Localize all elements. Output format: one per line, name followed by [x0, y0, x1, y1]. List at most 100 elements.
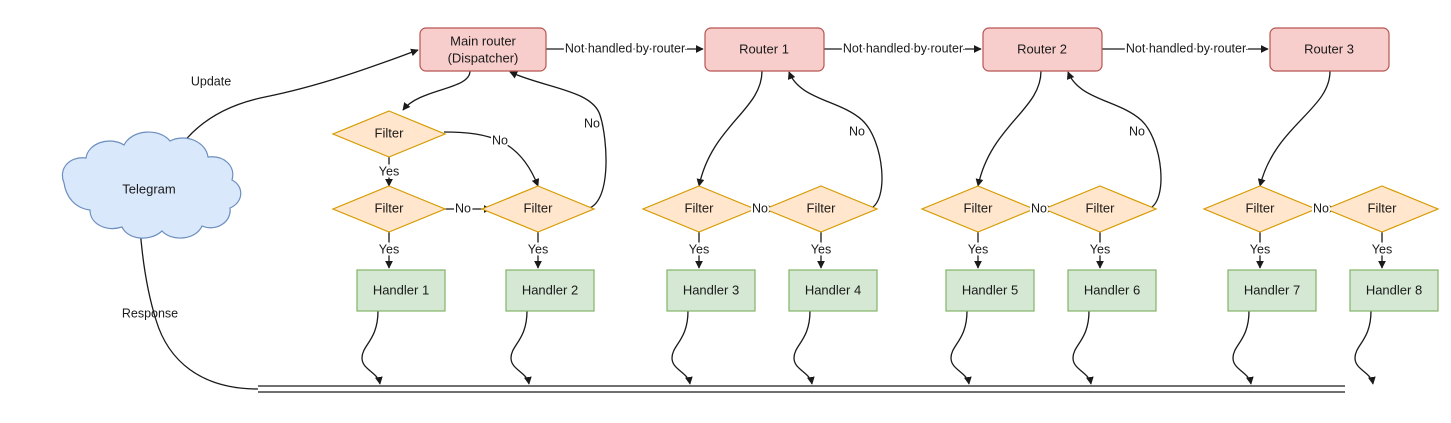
edge-response [136, 227, 259, 390]
edge-label-update: Update [191, 74, 231, 88]
router-1-label: Router 1 [739, 41, 789, 56]
router-3-node[interactable]: Router 3 [1269, 27, 1390, 72]
edge-handler-5-to-bus [950, 310, 972, 385]
edge-label-yes-b1: Yes [689, 242, 709, 256]
filter-d1-diamond[interactable] [1202, 185, 1318, 233]
main-router-node[interactable]: Main router (Dispatcher) [419, 27, 547, 72]
filter-d2-diamond[interactable] [1324, 185, 1440, 233]
handler-7-label: Handler 7 [1244, 282, 1300, 297]
edge-label-yes-a3: Yes [528, 242, 548, 256]
edge-label-yes-d2: Yes [1372, 242, 1392, 256]
main-router-label-line1: Main router [450, 33, 516, 48]
filter-a2-node[interactable]: Filter [331, 185, 447, 233]
edge-handler-1-to-bus [361, 310, 383, 385]
filter-b2-diamond[interactable] [763, 185, 879, 233]
handler-1-label: Handler 1 [373, 282, 429, 297]
filter-b2-label: Filter [807, 200, 837, 215]
edge-router1-to-filter-b1 [696, 70, 763, 187]
filter-d1-label: Filter [1246, 200, 1276, 215]
filter-c1-node[interactable]: Filter [920, 185, 1036, 233]
handler-8-node[interactable]: Handler 8 [1349, 269, 1439, 312]
filter-b2-node[interactable]: Filter [763, 185, 879, 233]
filter-a2-label: Filter [375, 200, 405, 215]
edge-label-no-b2: No [849, 124, 865, 138]
filter-b1-diamond[interactable] [641, 185, 757, 233]
edge-filter-b2-no-to-router1 [787, 71, 883, 210]
filter-c1-diamond[interactable] [920, 185, 1036, 233]
edge-label-no-c2: No [1129, 124, 1145, 138]
filter-c2-node[interactable]: Filter [1042, 185, 1158, 233]
edge-router3-to-filter-d1 [1257, 70, 1331, 187]
router-2-node[interactable]: Router 2 [982, 27, 1103, 72]
handler-6-box[interactable] [1067, 269, 1157, 312]
router-2-label: Router 2 [1017, 41, 1067, 56]
filter-a1-diamond[interactable] [331, 110, 447, 158]
handler-3-node[interactable]: Handler 3 [666, 269, 756, 312]
filter-b1-node[interactable]: Filter [641, 185, 757, 233]
handler-7-box[interactable] [1227, 269, 1317, 312]
handler-2-box[interactable] [505, 269, 595, 312]
edge-label-response: Response [122, 306, 178, 320]
edge-label-not-handled-1: Not handled by router [565, 41, 685, 55]
handler-2-label: Handler 2 [522, 282, 578, 297]
handler-4-label: Handler 4 [805, 282, 861, 297]
edge-label-yes-a1: Yes [379, 164, 399, 178]
handler-3-label: Handler 3 [683, 282, 739, 297]
filter-d2-node[interactable]: Filter [1324, 185, 1440, 233]
cloud-shape [61, 131, 242, 239]
edge-filter-a3-no-to-mainrouter [509, 71, 607, 210]
telegram-cloud: Telegram [61, 131, 242, 239]
edge-label-no-d1: No [1313, 201, 1329, 215]
edge-handler-6-to-bus [1072, 310, 1094, 385]
filter-d2-label: Filter [1368, 200, 1398, 215]
main-router-box[interactable] [419, 27, 547, 72]
edge-handler-4-to-bus [793, 310, 815, 385]
edge-router2-to-filter-c1 [975, 70, 1042, 187]
edge-label-no-a2: No [455, 201, 471, 215]
edge-mainrouter-to-filter-a1 [402, 70, 471, 111]
router-1-box[interactable] [704, 27, 825, 72]
handler-4-node[interactable]: Handler 4 [788, 269, 878, 312]
handler-3-box[interactable] [666, 269, 756, 312]
handler-1-node[interactable]: Handler 1 [356, 269, 446, 312]
filter-c1-label: Filter [964, 200, 994, 215]
router-1-node[interactable]: Router 1 [704, 27, 825, 72]
filter-a3-diamond[interactable] [480, 185, 596, 233]
handler-2-node[interactable]: Handler 2 [505, 269, 595, 312]
handler-5-box[interactable] [945, 269, 1035, 312]
edge-label-yes-d1: Yes [1250, 242, 1270, 256]
handler-5-label: Handler 5 [962, 282, 1018, 297]
handler-7-node[interactable]: Handler 7 [1227, 269, 1317, 312]
edge-label-yes-c2: Yes [1090, 242, 1110, 256]
handler-6-node[interactable]: Handler 6 [1067, 269, 1157, 312]
edge-label-not-handled-2: Not handled by router [843, 41, 963, 55]
edge-filter-a1-no [443, 131, 540, 187]
filter-a3-node[interactable]: Filter [480, 185, 596, 233]
filter-a2-diamond[interactable] [331, 185, 447, 233]
filter-a3-label: Filter [524, 200, 554, 215]
router-3-box[interactable] [1269, 27, 1390, 72]
edge-label-not-handled-3: Not handled by router [1126, 41, 1246, 55]
handler-5-node[interactable]: Handler 5 [945, 269, 1035, 312]
filter-c2-label: Filter [1086, 200, 1116, 215]
edge-handler-7-to-bus [1232, 310, 1254, 385]
main-router-label-line2: (Dispatcher) [448, 50, 519, 65]
edge-label-yes-a2: Yes [379, 242, 399, 256]
edge-label-no-c1: No [1031, 201, 1047, 215]
handler-4-box[interactable] [788, 269, 878, 312]
handler-1-box[interactable] [356, 269, 446, 312]
router-2-box[interactable] [982, 27, 1103, 72]
telegram-label: Telegram [122, 181, 175, 196]
edge-filter-c2-no-to-router2 [1066, 71, 1162, 210]
filter-a1-label: Filter [375, 125, 405, 140]
filter-a1-node[interactable]: Filter [331, 110, 447, 158]
handler-8-box[interactable] [1349, 269, 1439, 312]
filter-d1-node[interactable]: Filter [1202, 185, 1318, 233]
edge-handler-3-to-bus [671, 310, 693, 385]
edge-handler-2-to-bus [510, 310, 532, 385]
router-3-label: Router 3 [1304, 41, 1354, 56]
edge-label-no-a3: No [584, 116, 600, 130]
filter-c2-diamond[interactable] [1042, 185, 1158, 233]
